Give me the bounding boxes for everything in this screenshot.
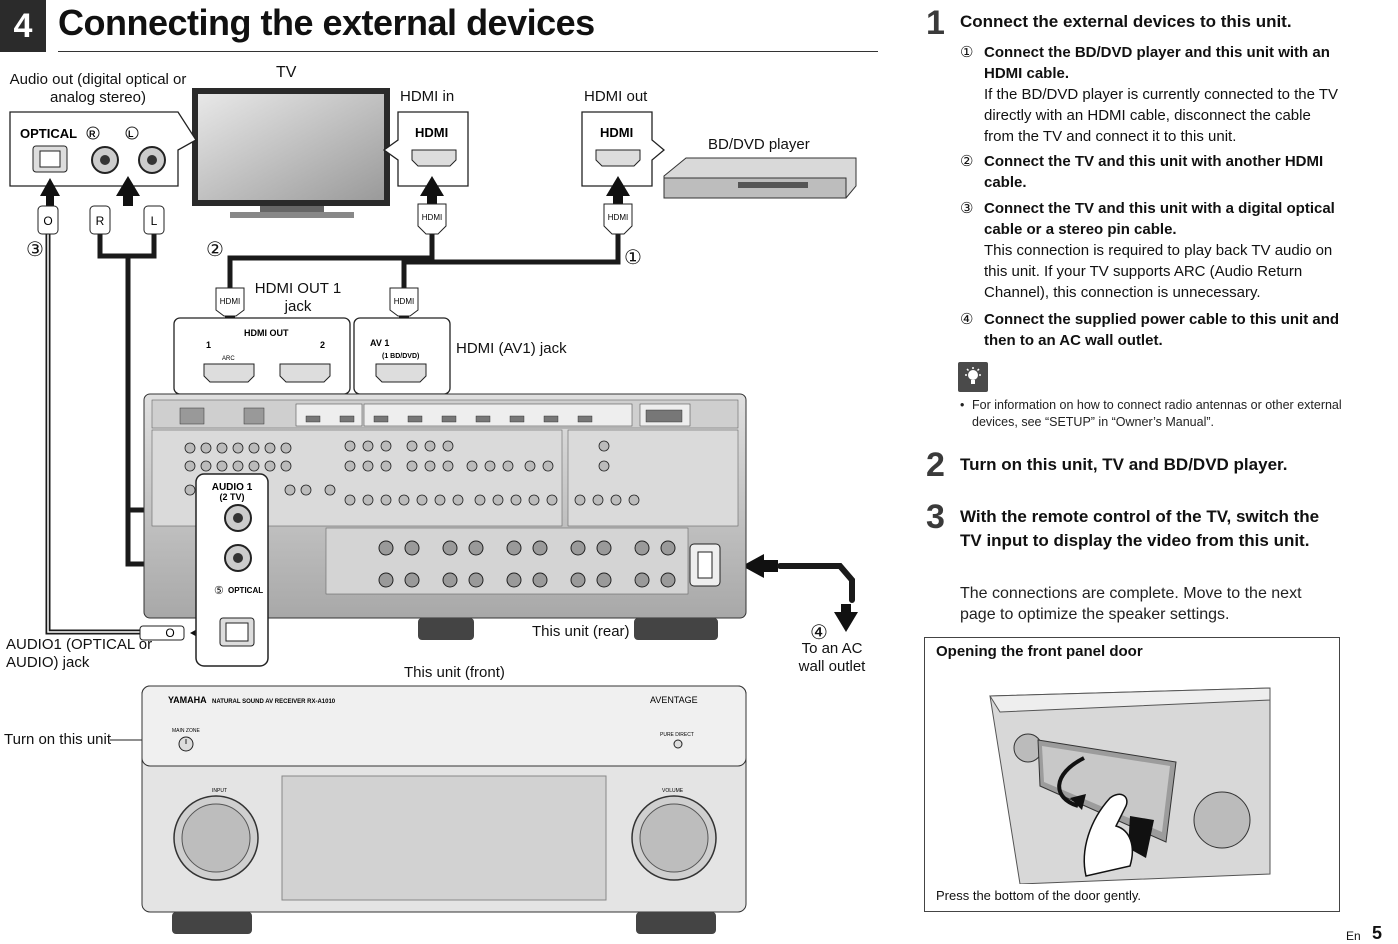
substep-1: ① Connect the BD/DVD player and this uni… [960, 42, 1340, 145]
volume-label: VOLUME [662, 788, 684, 794]
av1-panel-title: AV 1 [370, 338, 389, 348]
optical-port-label: OPTICAL [20, 126, 77, 141]
turn-on-label: Turn on this unit [4, 731, 111, 748]
hdmi-in-port-label: HDMI [415, 125, 448, 140]
hint-icon [958, 362, 988, 392]
hdmi-out-panel-title: HDMI OUT [244, 328, 289, 338]
substep-2-num: ② [960, 153, 974, 170]
substep-1-num: ① [960, 44, 974, 61]
substep-3-num: ③ [960, 200, 974, 217]
num-1: ① [624, 247, 642, 269]
front-door-illustration [989, 687, 1271, 884]
ac-outlet-label: To an AC wall outlet [798, 640, 866, 675]
substep-1-title: Connect the BD/DVD player and this unit … [984, 44, 1330, 82]
num-4: ④ [810, 622, 828, 644]
receiver-front: YAMAHA NATURAL SOUND AV RECEIVER RX-A101… [141, 685, 747, 934]
arc-label: ARC [222, 356, 235, 362]
rca-jacks [184, 440, 640, 506]
num-2: ② [206, 239, 224, 261]
audio1-panel-title: AUDIO 1 [212, 482, 253, 493]
tv-illustration [192, 88, 390, 218]
hdmi-out-port-label: HDMI [600, 125, 633, 140]
hdmi-out-callout: HDMI [581, 111, 666, 187]
plug-hdmi-out: HDMI [220, 297, 240, 306]
substep-3-title: Connect the TV and this unit with a digi… [984, 200, 1335, 238]
num-3: ③ [26, 239, 44, 261]
plug-o-rear: O [165, 626, 174, 640]
input-label: INPUT [212, 788, 227, 794]
speaker-terminals [378, 540, 676, 588]
audio-out-callout: OPTICAL R L [9, 111, 197, 187]
pure-direct-label: PURE DIRECT [660, 732, 694, 738]
step-3-number: 3 [926, 498, 945, 536]
front-door-panel [924, 637, 1340, 912]
hdmi-in-label: HDMI in [400, 88, 455, 105]
step-3-body: The connections are complete. Move to th… [960, 585, 1302, 623]
hdmi-out-1: 1 [206, 340, 211, 350]
model-name: NATURAL SOUND AV RECEIVER RX-A1010 [212, 699, 336, 705]
substep-4-title: Connect the supplied power cable to this… [984, 311, 1340, 349]
audio1-panel-sub: (2 TV) [219, 492, 244, 502]
front-door-title: Opening the front panel door [936, 643, 1143, 660]
num-5: ⑤ [214, 585, 224, 597]
cables [45, 229, 855, 635]
audio1-panel: AUDIO 1 (2 TV) ⑤ OPTICAL [195, 473, 269, 667]
av1-panel-sub: (1 BD/DVD) [382, 353, 419, 360]
bd-player-illustration [663, 157, 857, 199]
rear-label: This unit (rear) [532, 623, 630, 640]
front-door-caption: Press the bottom of the door gently. [936, 888, 1141, 903]
step-2-number: 2 [926, 446, 945, 484]
footer-lang: En [1346, 929, 1361, 943]
step-1-title: Connect the external devices to this uni… [960, 12, 1292, 31]
note: • For information on how to connect radi… [960, 398, 1342, 429]
substep-2: ② Connect the TV and this unit with anot… [960, 151, 1340, 195]
av1-panel: AV 1 (1 BD/DVD) [353, 317, 451, 395]
hdmi-out-panel: HDMI OUT 1 2 ARC [173, 317, 351, 395]
plug-o: O [43, 214, 52, 228]
substep-2-title: Connect the TV and this unit with anothe… [984, 153, 1324, 191]
substep-4-num: ④ [960, 311, 974, 328]
plugs: O R L HDMI HDMI HDMI HDMI L R O [37, 203, 633, 641]
plug-hdmi-av1: HDMI [394, 297, 414, 306]
plug-l: L [151, 214, 158, 228]
hdmi-av1-jack-label: HDMI (AV1) jack [456, 340, 567, 357]
chapter-number: 4 [0, 0, 46, 52]
step-3-title: With the remote control of the TV, switc… [960, 507, 1320, 550]
plug-hdmi-bd: HDMI [608, 213, 628, 222]
substep-3: ③ Connect the TV and this unit with a di… [960, 198, 1340, 308]
note-text: For information on how to connect radio … [972, 398, 1342, 429]
substep-4: ④ Connect the supplied power cable to th… [960, 309, 1340, 353]
hdmi-out-label: HDMI out [584, 88, 648, 105]
front-label: This unit (front) [404, 664, 505, 681]
substep-1-body: If the BD/DVD player is currently connec… [984, 86, 1339, 145]
hdmi-out-2: 2 [320, 340, 325, 350]
port-l-label: L [128, 129, 134, 139]
connection-diagram: OPTICAL R L HDMI HDMI [9, 88, 858, 934]
tv-label: TV [276, 64, 297, 81]
audio1-jack-label: AUDIO1 (OPTICAL or AUDIO) jack [6, 636, 153, 671]
title-rule [58, 51, 878, 52]
page-title: Connecting the external devices [58, 2, 595, 43]
port-r-label: R [89, 129, 96, 139]
page-number: 5 [1372, 923, 1383, 943]
hdmi-in-callout: HDMI [382, 111, 469, 187]
step-2-title: Turn on this unit, TV and BD/DVD player. [960, 455, 1288, 474]
aventage-logo: AVENTAGE [650, 695, 698, 705]
plug-r: R [96, 214, 105, 228]
optical-panel-label: OPTICAL [228, 586, 263, 595]
hdmi-out1-jack-label: HDMI OUT 1 jack [254, 280, 342, 315]
main-zone-label: MAIN ZONE [172, 728, 200, 734]
bd-player-label: BD/DVD player [708, 136, 810, 153]
substep-3-body: This connection is required to play back… [984, 242, 1333, 301]
plug-hdmi-tv: HDMI [422, 213, 442, 222]
step-1-number: 1 [926, 4, 945, 42]
brand-logo: YAMAHA [168, 695, 207, 705]
audio-out-label: Audio out (digital optical or analog ste… [9, 71, 187, 106]
